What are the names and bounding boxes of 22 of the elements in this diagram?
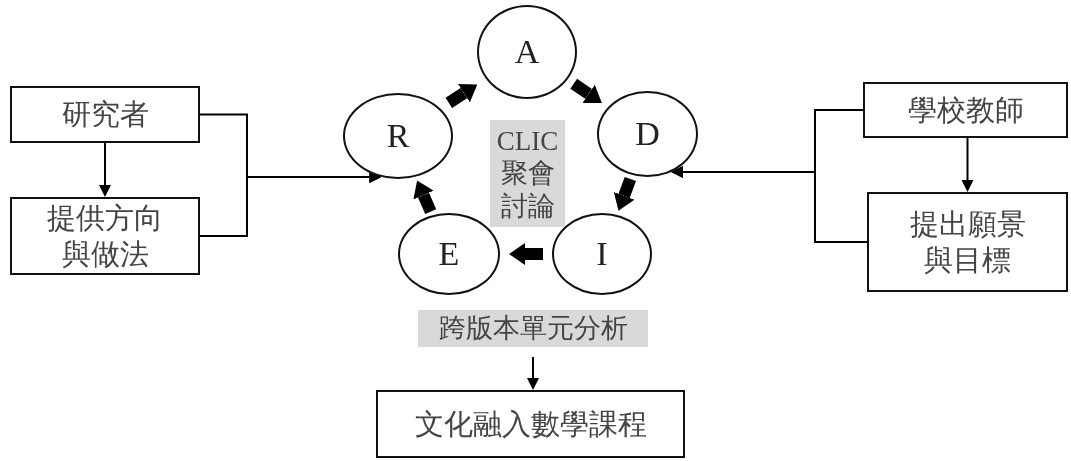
stage-circle: D	[597, 91, 698, 177]
arrow	[445, 83, 478, 108]
arrow	[413, 180, 437, 214]
arrow	[671, 166, 868, 243]
arrow	[199, 171, 382, 237]
stage-circle: R	[343, 93, 453, 179]
process-box: 提供方向與做法	[10, 197, 200, 275]
process-box: 學校教師	[863, 82, 1068, 138]
arrow	[613, 176, 636, 211]
arrow	[99, 142, 111, 197]
stage-circle: E	[398, 213, 500, 295]
arrow	[527, 356, 539, 390]
process-box: 研究者	[10, 86, 200, 143]
arrow	[509, 243, 543, 265]
process-box: 文化融入數學課程	[376, 390, 685, 458]
stage-circle: A	[477, 5, 577, 99]
arrow	[961, 137, 974, 192]
process-box: 提出願景與目標	[867, 192, 1068, 292]
arrow	[570, 78, 602, 103]
highlighted-label: 跨版本單元分析	[418, 310, 648, 347]
stage-circle: I	[552, 213, 652, 295]
highlighted-label: CLIC聚會討論	[490, 120, 565, 227]
